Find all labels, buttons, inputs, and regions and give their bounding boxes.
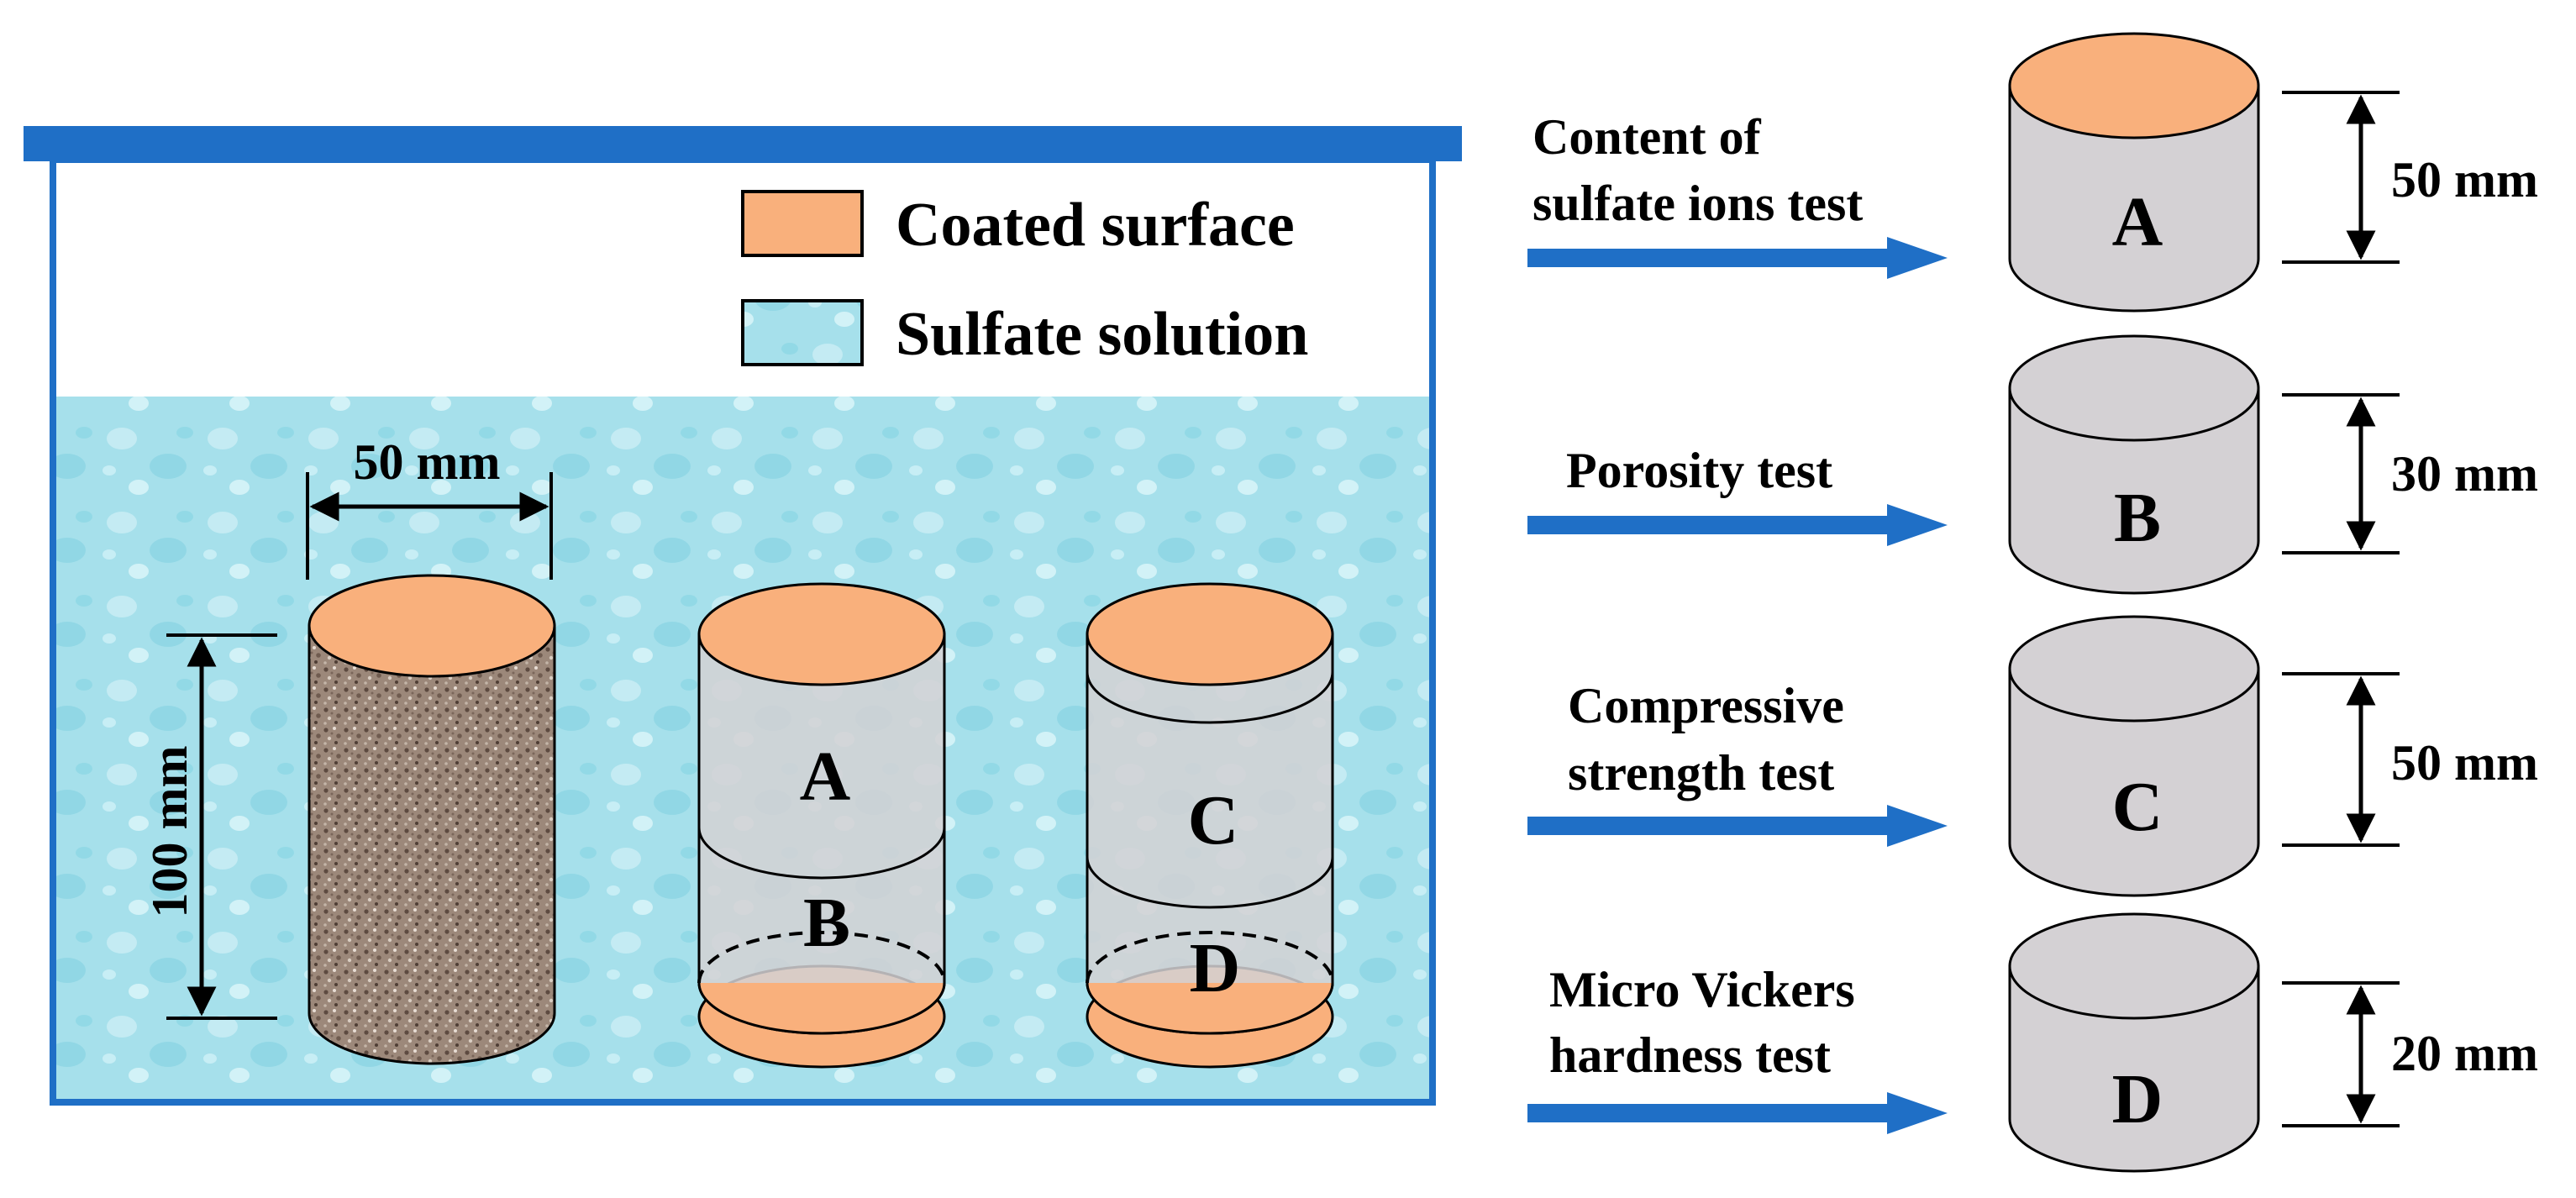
dimension-d: 20 mm (2282, 981, 2538, 1127)
cylinder-ab-top-coated (697, 582, 946, 686)
test-row-d: Micro Vickers hardness test D 20 mm (1527, 912, 2538, 1173)
dimension-d-label: 20 mm (2391, 1026, 2538, 1081)
cylinder-ab-label-b: B (803, 884, 850, 962)
test-b-line1: Porosity test (1566, 443, 1832, 498)
cylinder-c-top (2008, 615, 2260, 722)
container-lid (24, 126, 1462, 161)
cylinder-d-top (2008, 912, 2260, 1020)
cylinder-c-letter: C (2112, 768, 2163, 846)
cylinder-b-top (2008, 334, 2260, 442)
test-row-c: Compressive strength test C 50 mm (1527, 615, 2538, 897)
cylinder-c: C (2008, 615, 2260, 897)
dimension-c: 50 mm (2282, 672, 2538, 847)
width-dimension: 50 mm (306, 434, 553, 580)
cylinder-d: D (2008, 912, 2260, 1173)
cylinder-cd-label-c: C (1188, 781, 1239, 859)
cylinder-b-letter: B (2114, 479, 2161, 557)
dimension-b-label: 30 mm (2391, 446, 2538, 502)
cylinder-a-top-coated (2008, 32, 2260, 139)
legend-solution-label: Sulfate solution (896, 300, 1308, 369)
specimen-top-coated (308, 574, 556, 678)
legend-coated-swatch (741, 190, 864, 257)
cylinder-ab-label-a: A (800, 738, 851, 816)
cylinder-cd: C D (1086, 582, 1334, 1069)
test-a-line2: sulfate ions test (1532, 176, 1863, 231)
cylinder-d-letter: D (2112, 1060, 2163, 1138)
test-c-line2: strength test (1568, 745, 1834, 801)
cylinder-a: A (2008, 32, 2260, 313)
dimension-a-label: 50 mm (2391, 152, 2538, 208)
dimension-a: 50 mm (2282, 91, 2538, 264)
height-label: 100 mm (142, 746, 197, 918)
cylinder-ab: A B (697, 582, 946, 1069)
height-dimension: 100 mm (142, 633, 277, 1020)
legend-solution-swatch (741, 299, 864, 366)
test-d-arrow (1527, 1092, 1948, 1134)
test-a-arrow (1527, 237, 1948, 279)
test-b-arrow (1527, 504, 1948, 546)
cylinder-cd-top-coated (1086, 582, 1334, 686)
width-label: 50 mm (354, 434, 501, 490)
dimension-b: 30 mm (2282, 393, 2538, 554)
cylinder-a-letter: A (2112, 183, 2163, 261)
cylinder-b: B (2008, 334, 2260, 595)
test-d-line1: Micro Vickers (1549, 962, 1855, 1017)
dimension-c-label: 50 mm (2391, 735, 2538, 791)
concrete-specimen (308, 574, 556, 1065)
test-d-line2: hardness test (1549, 1027, 1831, 1083)
legend-coated-label: Coated surface (896, 191, 1295, 260)
test-c-arrow (1527, 805, 1948, 847)
cylinder-cd-label-d: D (1190, 929, 1241, 1007)
test-a-line1: Content of (1532, 109, 1762, 165)
test-c-line1: Compressive (1568, 678, 1844, 733)
test-row-b: Porosity test B 30 mm (1527, 334, 2538, 595)
legend: Coated surface Sulfate solution (741, 190, 1308, 369)
test-row-a: Content of sulfate ions test A 50 mm (1527, 32, 2538, 313)
